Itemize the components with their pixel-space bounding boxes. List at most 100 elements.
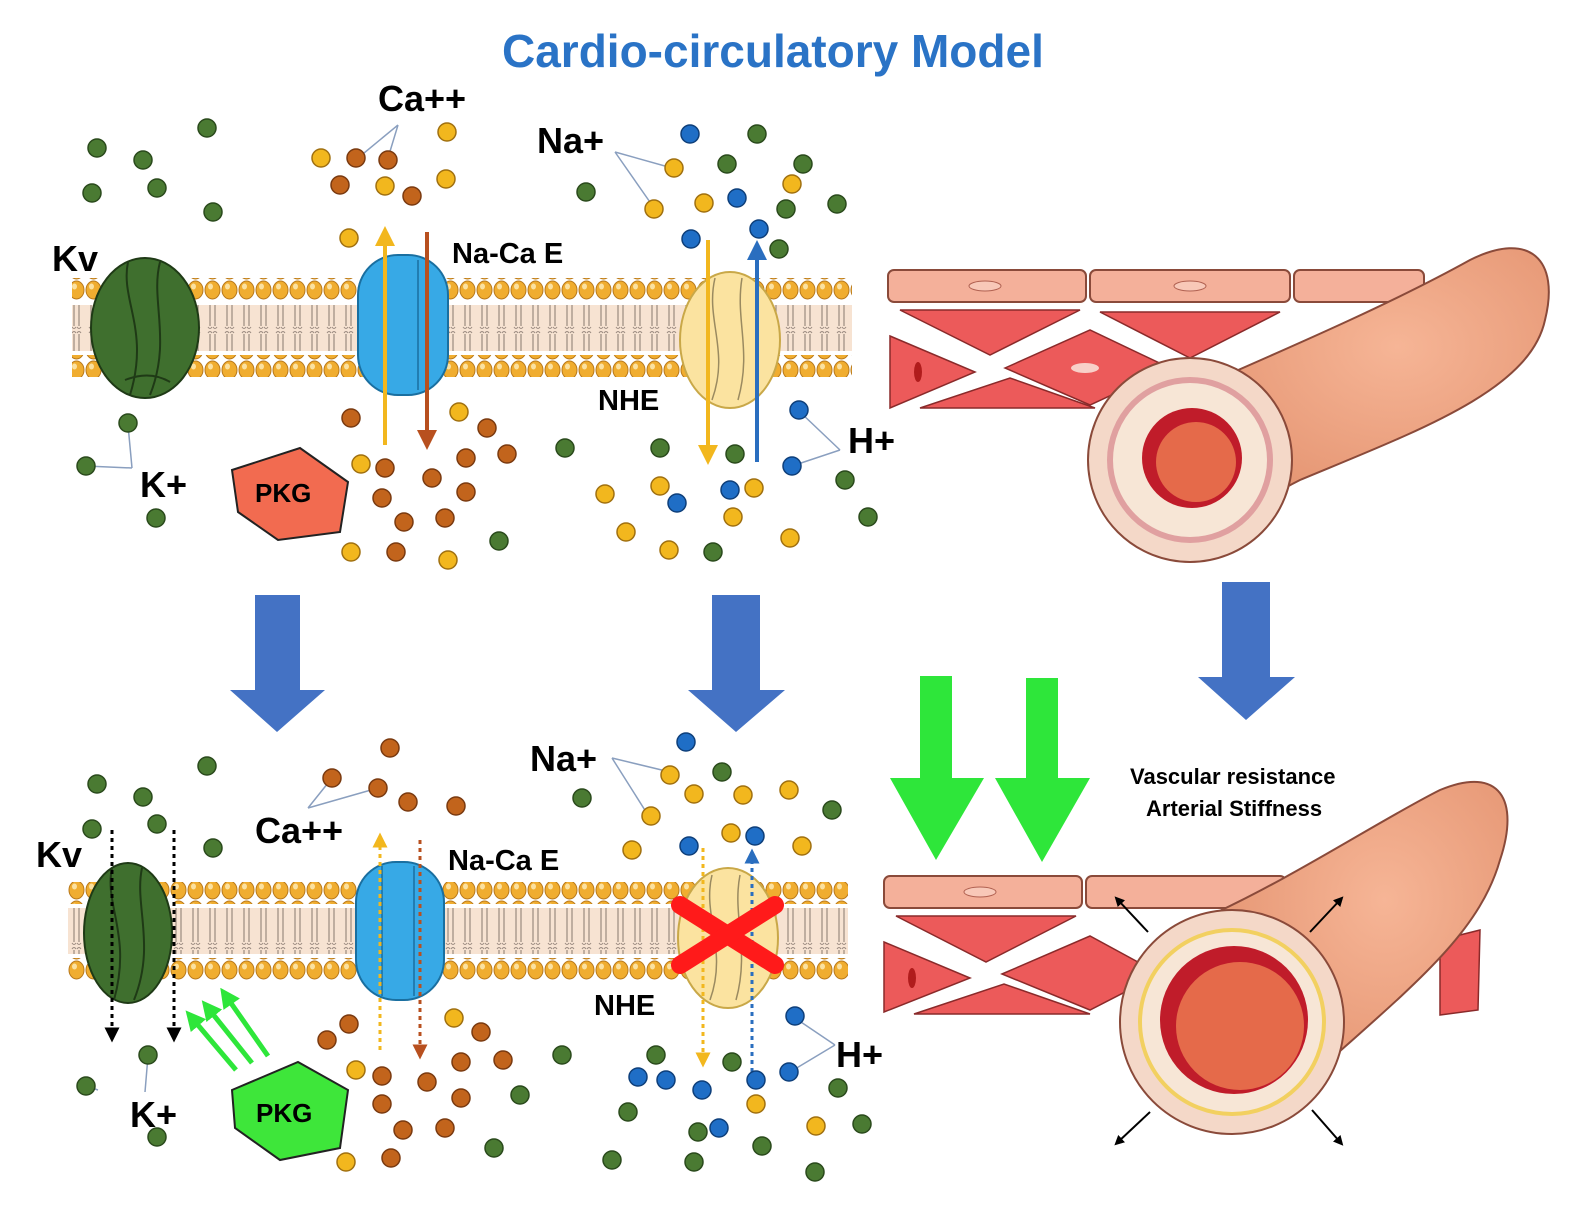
potassium-ion [147,814,167,834]
decrease-arrows [890,676,1090,862]
hydrogen-ion [667,493,687,513]
bottom-kv-label: Kv [36,834,83,875]
sodium-ion [437,122,457,142]
sodium-ion [311,148,331,168]
potassium-ion [776,199,796,219]
green-down-arrow-icon-1 [890,676,984,860]
hydrogen-ion [727,188,747,208]
top-pkg-label: PKG [255,478,312,508]
sodium-ion [650,476,670,496]
calcium-ion [372,1066,392,1086]
top-nhe-label: NHE [598,385,660,417]
potassium-ion [484,1138,504,1158]
calcium-ion [394,512,414,532]
sodium-ion [622,840,642,860]
bottom-ca-label: Ca++ [255,810,344,851]
sodium-ion [684,784,704,804]
calcium-ion [317,1030,337,1050]
calcium-ion [435,508,455,528]
calcium-ion [393,1120,413,1140]
bottom-nhe-label: NHE [594,990,656,1022]
sodium-ion [336,1152,356,1172]
potassium-ion [576,182,596,202]
top-kv-channel [90,257,200,399]
calcium-ion [346,148,366,168]
green-triple-arrow-icon [185,987,271,1072]
calcium-ion [375,458,395,478]
top-k-label: K+ [140,464,188,505]
hydrogen-ion [709,1118,729,1138]
red-cross-icon [671,896,784,974]
sodium-ion [660,765,680,785]
right-down-block-arrow-icon [1198,582,1295,720]
bottom-pkg-label: PKG [256,1098,313,1128]
potassium-ion [703,542,723,562]
sodium-ion [616,522,636,542]
potassium-ion [555,438,575,458]
potassium-ion [87,138,107,158]
sodium-ion [733,785,753,805]
calcium-ion [341,408,361,428]
potassium-ion [203,838,223,858]
potassium-ion [489,531,509,551]
hydrogen-ion [628,1067,648,1087]
top-ions [76,118,878,570]
calcium-ion [435,1118,455,1138]
sodium-ion [644,199,664,219]
potassium-ion [76,456,96,476]
top-na-label: Na+ [537,120,605,161]
top-h-label: H+ [848,420,896,461]
hydrogen-ion [782,456,802,476]
sodium-ion [375,176,395,196]
calcium-ion [477,418,497,438]
top-kv-label: Kv [52,238,99,279]
bottom-h-label: H+ [836,1034,884,1075]
potassium-ion [725,444,745,464]
calcium-ion [368,778,388,798]
sodium-ion [346,1060,366,1080]
potassium-ion [717,154,737,174]
calcium-ion [339,1014,359,1034]
hydrogen-ion [656,1070,676,1090]
hydrogen-ion [785,1006,805,1026]
bottom-ions [76,732,872,1182]
potassium-ion [118,413,138,433]
potassium-ion [646,1045,666,1065]
potassium-ion [793,154,813,174]
calcium-ion [380,738,400,758]
potassium-ion [138,1045,158,1065]
sodium-ion [746,1094,766,1114]
sodium-ion [438,550,458,570]
bottom-vessel [1119,780,1509,1135]
top-nhe-exchanger [679,271,781,409]
potassium-ion [133,150,153,170]
potassium-ion [618,1102,638,1122]
potassium-ion [822,800,842,820]
potassium-ion [147,178,167,198]
hydrogen-ion [746,1070,766,1090]
middle-down-block-arrow-icon [688,595,785,732]
calcium-ion [471,1022,491,1042]
potassium-ion [602,1150,622,1170]
sodium-ion [744,478,764,498]
hydrogen-ion [720,480,740,500]
potassium-ion [805,1162,825,1182]
calcium-ion [446,796,466,816]
potassium-ion [827,194,847,214]
sodium-ion [792,836,812,856]
sodium-ion [436,169,456,189]
potassium-ion [197,756,217,776]
calcium-ion [398,792,418,812]
hydrogen-ion [681,229,701,249]
hydrogen-ion [789,400,809,420]
calcium-ion [451,1052,471,1072]
bottom-k-label: K+ [130,1094,178,1135]
hydrogen-ion [680,124,700,144]
calcium-ion [381,1148,401,1168]
vascular-resistance-label: Vascular resistance [1130,764,1336,789]
figure-title: Cardio-circulatory Model [502,25,1044,77]
sodium-ion [444,1008,464,1028]
hydrogen-ion [745,826,765,846]
sodium-ion [780,528,800,548]
